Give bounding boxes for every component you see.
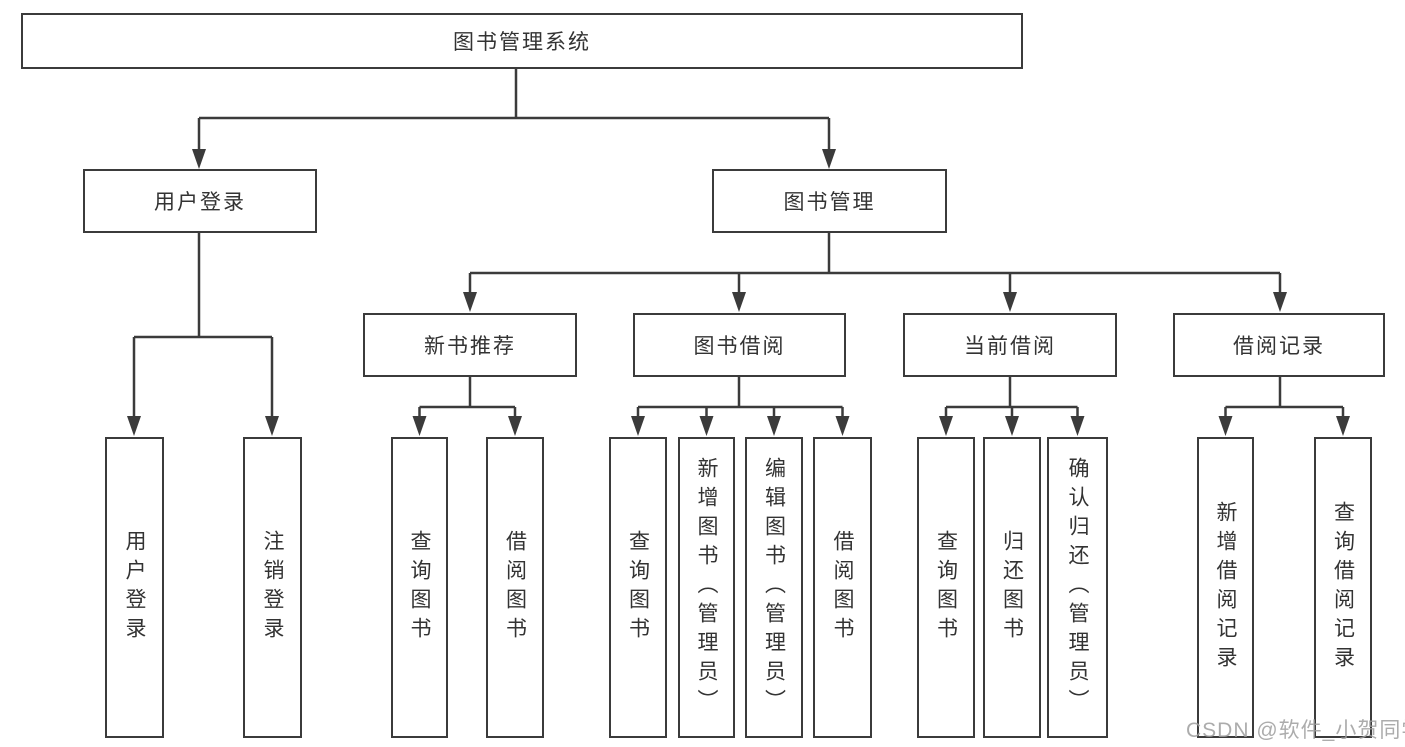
arrowheads [127, 149, 1350, 436]
leaf-query-borrow-record: 查询借阅记录 [1314, 437, 1372, 738]
leaf-borrow-books-recommend-label: 借阅图书 [503, 529, 527, 646]
leaf-user-login: 用户登录 [105, 437, 164, 738]
node-book-borrow-label: 图书借阅 [693, 335, 786, 358]
leaf-query-books-recommend: 查询图书 [391, 437, 448, 738]
node-book-borrow: 图书借阅 [633, 313, 846, 377]
csdn-watermark: CSDN @软件_小贺同学 [1186, 719, 1405, 742]
leaf-confirm-return-admin-label: 确认归还（管理员） [1066, 457, 1089, 718]
leaf-confirm-return-admin: 确认归还（管理员） [1047, 437, 1108, 738]
leaf-query-books-current: 查询图书 [917, 437, 975, 738]
leaf-add-borrow-record: 新增借阅记录 [1197, 437, 1254, 738]
node-new-book-recommend: 新书推荐 [363, 313, 577, 377]
leaf-add-book-admin-label: 新增图书（管理员） [695, 457, 718, 718]
leaf-add-borrow-record-label: 新增借阅记录 [1214, 500, 1237, 675]
leaf-borrow-books: 借阅图书 [813, 437, 872, 738]
leaf-borrow-books-label: 借阅图书 [831, 529, 854, 646]
node-borrow-records: 借阅记录 [1173, 313, 1385, 377]
leaf-edit-book-admin-label: 编辑图书（管理员） [762, 457, 786, 718]
node-root: 图书管理系统 [21, 13, 1023, 69]
node-user-login: 用户登录 [83, 169, 317, 233]
leaf-logout: 注销登录 [243, 437, 302, 738]
leaf-query-borrow-record-label: 查询借阅记录 [1331, 500, 1355, 675]
node-current-borrow: 当前借阅 [903, 313, 1117, 377]
node-book-management: 图书管理 [712, 169, 947, 233]
node-book-management-label: 图书管理 [783, 191, 876, 214]
leaf-borrow-books-recommend: 借阅图书 [486, 437, 544, 738]
node-borrow-records-label: 借阅记录 [1233, 335, 1325, 358]
leaf-user-login-label: 用户登录 [123, 529, 146, 646]
leaf-query-books-borrow: 查询图书 [609, 437, 667, 738]
leaf-add-book-admin: 新增图书（管理员） [678, 437, 735, 738]
leaf-return-book: 归还图书 [983, 437, 1041, 738]
node-current-borrow-label: 当前借阅 [964, 335, 1056, 358]
node-user-login-label: 用户登录 [154, 191, 246, 214]
node-new-book-recommend-label: 新书推荐 [424, 335, 516, 358]
leaf-query-books-current-label: 查询图书 [934, 529, 958, 646]
leaf-query-books-borrow-label: 查询图书 [626, 529, 650, 646]
node-root-label: 图书管理系统 [453, 31, 591, 54]
leaf-return-book-label: 归还图书 [1000, 529, 1024, 646]
leaf-query-books-recommend-label: 查询图书 [408, 529, 431, 646]
leaf-logout-label: 注销登录 [261, 529, 284, 646]
leaf-edit-book-admin: 编辑图书（管理员） [745, 437, 803, 738]
